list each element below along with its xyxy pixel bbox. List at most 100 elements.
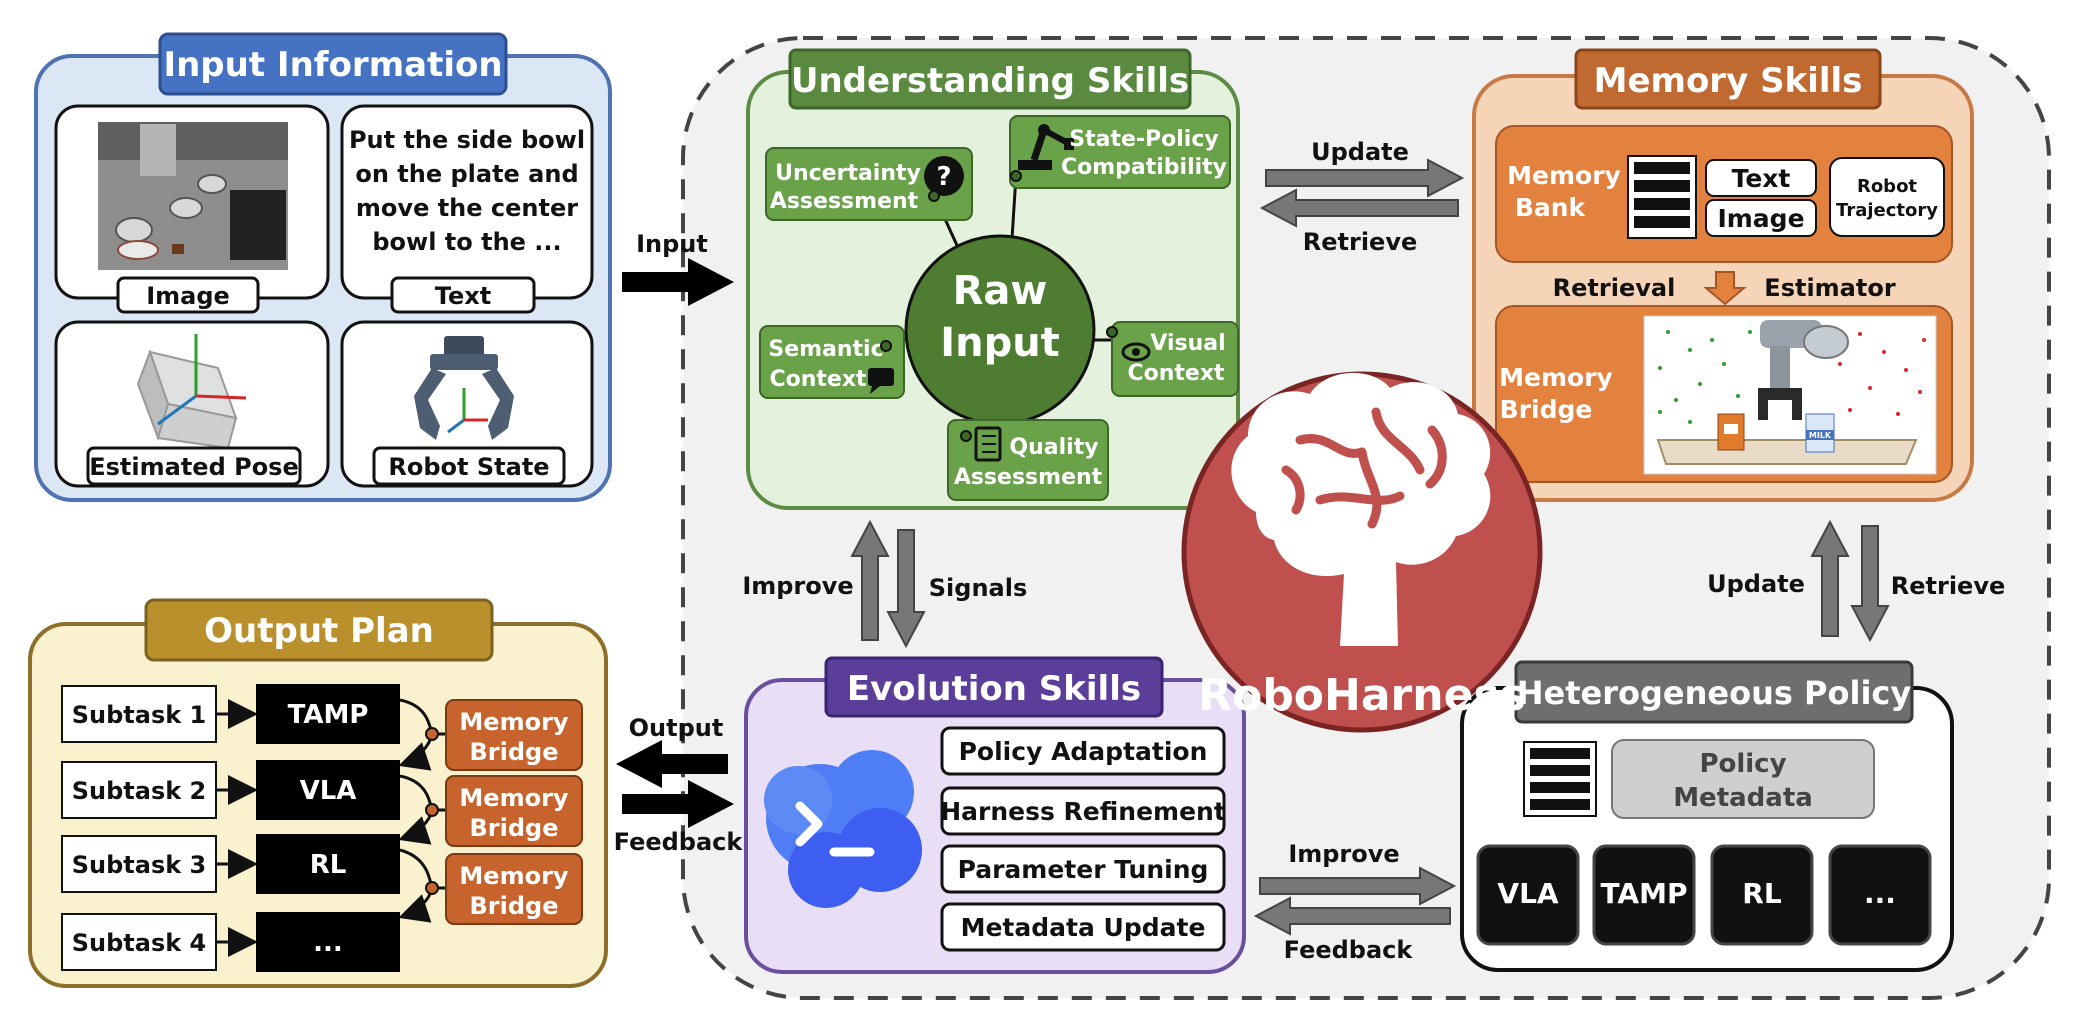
plan-memory-bridge-3-line-2: Bridge [470, 892, 559, 920]
input-arrow: Input [622, 230, 734, 306]
text-label: Text [435, 282, 491, 310]
feedback-arrow-label: Feedback [614, 828, 744, 856]
uncertainty-line-2: Assessment [770, 189, 919, 214]
state-policy-node [1009, 115, 1231, 189]
robot-arm-icon [1018, 124, 1074, 170]
retrieval-label: Retrieval [1553, 274, 1676, 302]
evolution-item-1-label: Policy Adaptation [959, 737, 1208, 766]
subtask-1-box [61, 685, 217, 743]
plan-policy-2-label: VLA [300, 776, 357, 806]
evolution-item-3-label: Parameter Tuning [958, 855, 1209, 884]
output-feedback-arrows: Output Feedback [614, 714, 744, 856]
evolution-item-4 [940, 902, 1226, 952]
image-label: Image [146, 282, 230, 310]
plan-policy-1-label: TAMP [288, 700, 369, 730]
input-information-title: Input Information [163, 45, 502, 85]
policy-title-box [1514, 660, 1914, 724]
speech-bubble-icon [868, 368, 894, 394]
understanding-skills-panel: Understanding Skills Raw Input Uncertain… [746, 48, 1240, 510]
understanding-title-box [788, 48, 1192, 110]
improve-feedback-bottom-arrows: Improve Feedback [1253, 840, 1457, 964]
subtask-3-label: Subtask 3 [72, 851, 207, 879]
text-content-line-4: bowl to the ... [372, 228, 561, 256]
uncertainty-assessment-node [765, 147, 973, 221]
raw-input-line-1: Raw [953, 268, 1048, 314]
output-plan-title: Output Plan [204, 611, 434, 651]
plan-memory-bridge-2-line-1: Memory [459, 784, 568, 812]
improve-left-label: Improve [742, 572, 853, 600]
plan-policy-3-label: RL [310, 850, 347, 880]
text-chip-label: Text [1732, 164, 1791, 193]
plan-policy-3-box [256, 834, 400, 894]
memory-skills-panel: Memory Skills Memory Bank Text Image Rob… [1472, 48, 1974, 502]
robot-trajectory-line-2: Trajectory [1836, 200, 1938, 221]
semantic-line-1: Semantic [768, 337, 883, 362]
evolution-item-3 [940, 844, 1226, 894]
state-policy-line-1: State-Policy [1069, 127, 1218, 152]
brain-icon [1231, 372, 1491, 646]
plan-policy-1-box [256, 684, 400, 744]
svg-text:?: ? [936, 162, 951, 192]
plan-memory-bridge-1 [445, 699, 583, 771]
state-policy-line-2: Compatibility [1061, 155, 1227, 180]
policy-key-2 [1592, 844, 1696, 946]
text-content-line-2: on the plate and [355, 160, 578, 188]
quality-line-2: Assessment [954, 465, 1103, 490]
question-icon: ? [924, 156, 964, 196]
update-retrieve-top-arrows: Update Retrieve [1259, 138, 1465, 256]
visual-context-node [1111, 321, 1239, 397]
pose-label: Estimated Pose [89, 453, 299, 481]
quality-assessment-node [947, 419, 1109, 501]
terminal-cloud-icon [764, 750, 922, 908]
policy-key-3-label: RL [1742, 877, 1782, 910]
image-chip-label: Image [1717, 204, 1804, 233]
pose-label-box [86, 446, 302, 486]
plan-policy-4-box [256, 912, 400, 972]
robot-scene-photo [98, 122, 288, 270]
retrieval-estimator-arrow [1703, 271, 1747, 306]
policy-key-4 [1828, 844, 1932, 946]
memory-bridge-line-2: Bridge [1500, 395, 1593, 424]
output-plan-title-box [144, 598, 494, 662]
subtask-4-label: Subtask 4 [72, 929, 207, 957]
checklist-icon [974, 426, 1002, 462]
evolution-item-2 [940, 786, 1226, 836]
policy-metadata-line-1: Policy [1699, 749, 1786, 779]
policy-key-4-label: ... [1864, 877, 1896, 910]
subtask-1-label: Subtask 1 [72, 701, 207, 729]
input-information-title-box [158, 32, 508, 96]
text-label-box [390, 276, 536, 314]
heterogeneous-policy-panel: Heterogeneous Policy Policy Metadata VLA… [1460, 660, 1954, 972]
memory-bank-line-1: Memory [1507, 161, 1621, 190]
cube-pose-icon [136, 334, 247, 450]
evolution-skills-panel: Evolution Skills Policy Adaptation Harne… [744, 656, 1246, 974]
visual-line-1: Visual [1150, 331, 1225, 356]
update-right-label: Update [1707, 570, 1805, 598]
robot-trajectory-line-1: Robot [1857, 176, 1917, 197]
feedback-bottom-label: Feedback [1284, 936, 1414, 964]
subtask-4-box [61, 913, 217, 971]
policy-metadata-box [1611, 739, 1875, 819]
raw-input-line-2: Input [940, 320, 1060, 366]
plan-memory-bridge-3-line-1: Memory [459, 862, 568, 890]
plan-policy-4-label: ... [313, 928, 343, 958]
subtask-3-box [61, 835, 217, 893]
image-label-box [116, 276, 260, 314]
input-arrow-label: Input [636, 230, 708, 258]
semantic-line-2: Context [769, 367, 867, 392]
memory-bridge-line-1: Memory [1499, 363, 1613, 392]
input-information-panel: Input Information Image Put the side bow… [34, 32, 612, 502]
gripper-icon [414, 336, 514, 440]
uncertainty-line-1: Uncertainty [775, 161, 921, 186]
policy-key-1-label: VLA [1497, 877, 1559, 910]
policy-stack-icon [1523, 741, 1597, 817]
evolution-title-box [824, 656, 1164, 718]
plan-memory-bridge-1-line-2: Bridge [470, 738, 559, 766]
milk-label: MILK [1809, 431, 1832, 440]
subtask-2-label: Subtask 2 [72, 777, 207, 805]
evolution-item-2-label: Harness Refinement [940, 797, 1226, 826]
memory-bridge-scene: MILK [1643, 315, 1937, 475]
robot-state-label: Robot State [388, 453, 549, 481]
plan-memory-bridge-3 [445, 853, 583, 925]
